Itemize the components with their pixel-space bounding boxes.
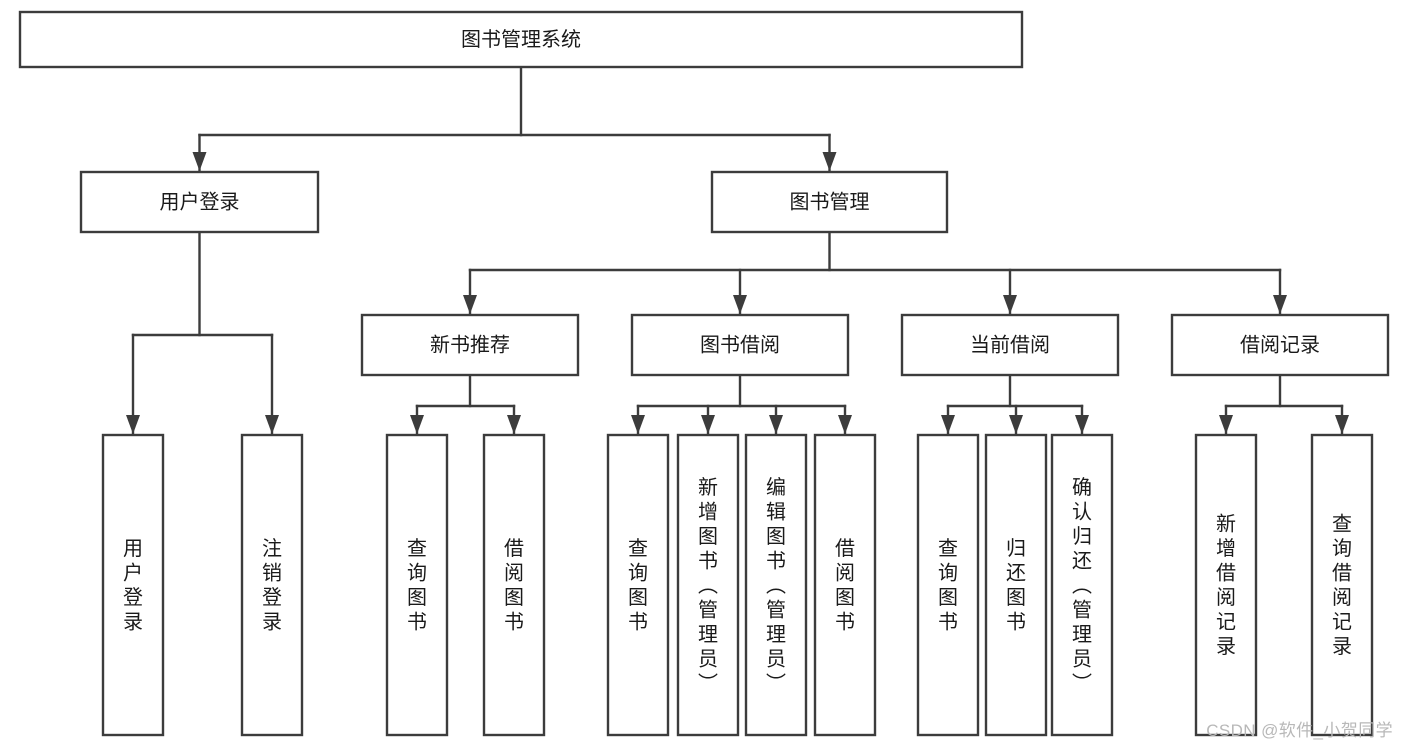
node-label: 图书管理系统 [461, 28, 581, 51]
arrow-head-icon [265, 415, 279, 434]
arrow-head-icon [1273, 295, 1287, 314]
node-label: 借阅记录 [1240, 333, 1320, 356]
node-leaf-leaf-add-borrow-record[interactable]: 新增借阅记录 [1194, 433, 1258, 737]
node-leaf-leaf-return-book[interactable]: 归还图书 [984, 433, 1048, 737]
node-label: 查询图书 [628, 537, 648, 634]
node-box[interactable] [606, 433, 670, 737]
node-label: 注销登录 [262, 537, 282, 634]
node-label: 查询图书 [407, 537, 427, 634]
arrow-head-icon [1335, 415, 1349, 434]
node-box[interactable] [482, 433, 546, 737]
arrow-head-icon [507, 415, 521, 434]
node-leaf-leaf-query-borrow-record[interactable]: 查询借阅记录 [1310, 433, 1374, 737]
node-box[interactable] [984, 433, 1048, 737]
node-box[interactable] [1170, 313, 1390, 377]
node-leaf-leaf-query-book-a[interactable]: 查询图书 [385, 433, 449, 737]
arrow-head-icon [410, 415, 424, 434]
node-leaf-leaf-user-login[interactable]: 用户登录 [101, 433, 165, 737]
watermark-label: CSDN @软件_小贺同学 [1206, 721, 1393, 740]
node-box[interactable] [360, 313, 580, 377]
arrow-head-icon [631, 415, 645, 434]
node-leaf-leaf-borrow-book-a[interactable]: 借阅图书 [482, 433, 546, 737]
node-box[interactable] [900, 313, 1120, 377]
node-box[interactable] [240, 433, 304, 737]
node-level2-current-borrow[interactable]: 当前借阅 [900, 313, 1120, 377]
node-box[interactable] [79, 170, 320, 234]
node-box[interactable] [101, 433, 165, 737]
node-label: 查询借阅记录 [1332, 513, 1352, 659]
node-leaf-leaf-edit-book[interactable]: 编辑图书︵管理员︶ [744, 433, 808, 737]
node-box[interactable] [630, 313, 850, 377]
arrow-head-icon [1009, 415, 1023, 434]
arrow-head-icon [941, 415, 955, 434]
arrow-head-icon [1003, 295, 1017, 314]
arrow-head-icon [126, 415, 140, 434]
node-box[interactable] [1310, 433, 1374, 737]
node-label: 借阅图书 [835, 537, 855, 634]
arrow-head-icon [463, 295, 477, 314]
arrow-head-icon [822, 152, 837, 171]
node-label: 新书推荐 [430, 333, 510, 356]
node-level2-book-borrow[interactable]: 图书借阅 [630, 313, 850, 377]
node-label: 新增图书︵管理员︶ [698, 476, 718, 695]
node-box[interactable] [18, 10, 1024, 69]
arrow-head-icon [192, 152, 207, 171]
node-box[interactable] [676, 433, 740, 737]
node-label: 图书借阅 [700, 333, 780, 356]
node-leaf-leaf-query-book-b[interactable]: 查询图书 [606, 433, 670, 737]
node-level1-user-login[interactable]: 用户登录 [79, 170, 320, 234]
node-leaf-leaf-confirm-return[interactable]: 确认归还︵管理员︶ [1050, 433, 1114, 737]
node-label: 编辑图书︵管理员︶ [766, 476, 786, 695]
node-label: 借阅图书 [504, 537, 524, 634]
node-leaf-leaf-query-book-c[interactable]: 查询图书 [916, 433, 980, 737]
node-label: 确认归还︵管理员︶ [1072, 476, 1092, 695]
arrow-head-icon [733, 295, 747, 314]
node-label: 用户登录 [160, 190, 240, 213]
node-label: 图书管理 [790, 190, 870, 213]
node-leaf-leaf-borrow-book-b[interactable]: 借阅图书 [813, 433, 877, 737]
arrow-head-icon [1075, 415, 1089, 434]
node-box[interactable] [916, 433, 980, 737]
node-label: 查询图书 [938, 537, 958, 634]
node-root[interactable]: 图书管理系统 [18, 10, 1024, 69]
node-box[interactable] [710, 170, 949, 234]
node-level1-book-manage[interactable]: 图书管理 [710, 170, 949, 234]
node-label: 当前借阅 [970, 333, 1050, 356]
node-box[interactable] [744, 433, 808, 737]
node-label: 归还图书 [1006, 537, 1026, 634]
node-box[interactable] [385, 433, 449, 737]
arrow-head-icon [838, 415, 852, 434]
node-box[interactable] [813, 433, 877, 737]
connector-layer [126, 65, 1349, 436]
node-level2-borrow-record[interactable]: 借阅记录 [1170, 313, 1390, 377]
node-leaf-leaf-user-logout[interactable]: 注销登录 [240, 433, 304, 737]
node-layer: 图书管理系统用户登录图书管理新书推荐图书借阅当前借阅借阅记录用户登录注销登录查询… [18, 10, 1390, 737]
arrow-head-icon [1219, 415, 1233, 434]
node-level2-new-book-recommend[interactable]: 新书推荐 [360, 313, 580, 377]
arrow-head-icon [701, 415, 715, 434]
node-box[interactable] [1050, 433, 1114, 737]
node-box[interactable] [1194, 433, 1258, 737]
node-label: 用户登录 [123, 538, 143, 634]
node-leaf-leaf-add-book[interactable]: 新增图书︵管理员︶ [676, 433, 740, 737]
arrow-head-icon [769, 415, 783, 434]
node-label: 新增借阅记录 [1216, 513, 1236, 659]
